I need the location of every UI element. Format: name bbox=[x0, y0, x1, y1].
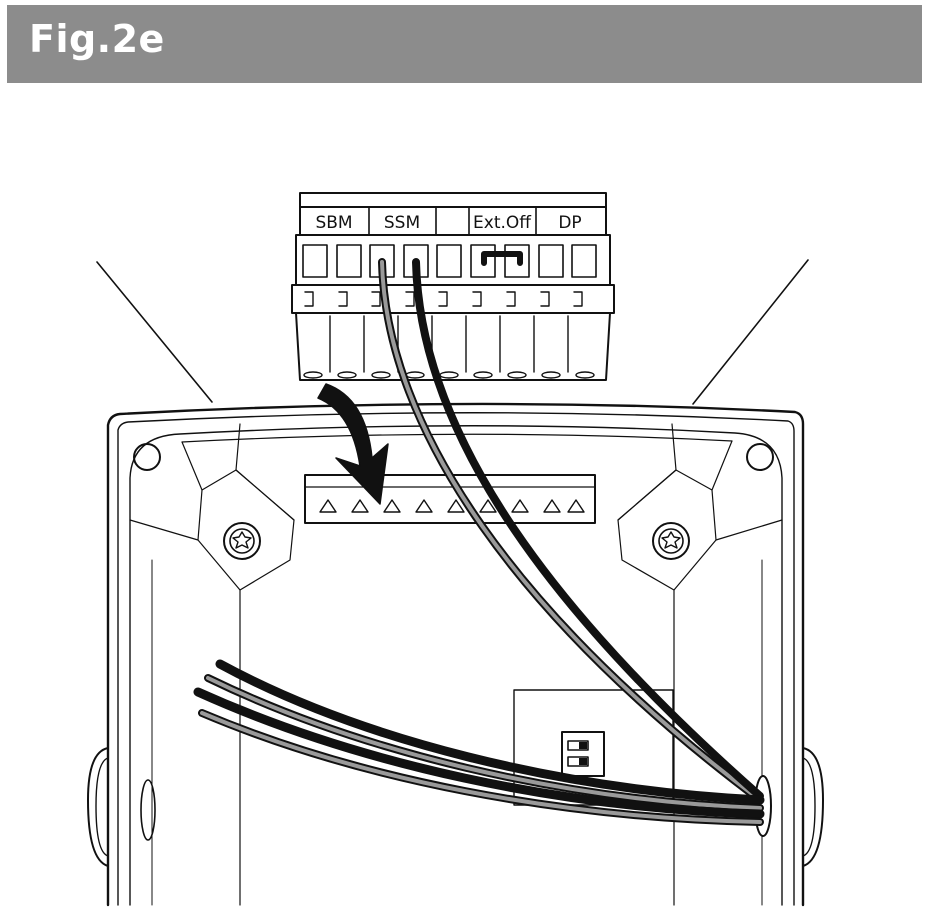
terminal-socket bbox=[304, 474, 596, 524]
label-ssm: SSM bbox=[384, 213, 420, 233]
side-hinge-right bbox=[802, 747, 824, 867]
cable-bundle bbox=[193, 659, 765, 826]
mounting-hole-left bbox=[133, 443, 161, 471]
label-ext-off: Ext.Off bbox=[473, 213, 532, 233]
insert-arrow bbox=[317, 383, 389, 505]
label-dp: DP bbox=[558, 213, 581, 233]
label-sbm: SBM bbox=[315, 213, 352, 233]
side-hinge-left bbox=[87, 747, 156, 867]
torx-screw-left bbox=[223, 522, 261, 560]
terminal-plug bbox=[291, 192, 615, 381]
ssm-wires bbox=[378, 258, 764, 804]
guide-line-right bbox=[692, 259, 809, 405]
figure-header-bar: Fig.2e bbox=[7, 5, 922, 83]
torx-screw-right bbox=[652, 522, 690, 560]
figure-title: Fig.2e bbox=[29, 17, 165, 61]
guide-line-left bbox=[96, 261, 213, 403]
mounting-hole-right bbox=[746, 443, 774, 471]
